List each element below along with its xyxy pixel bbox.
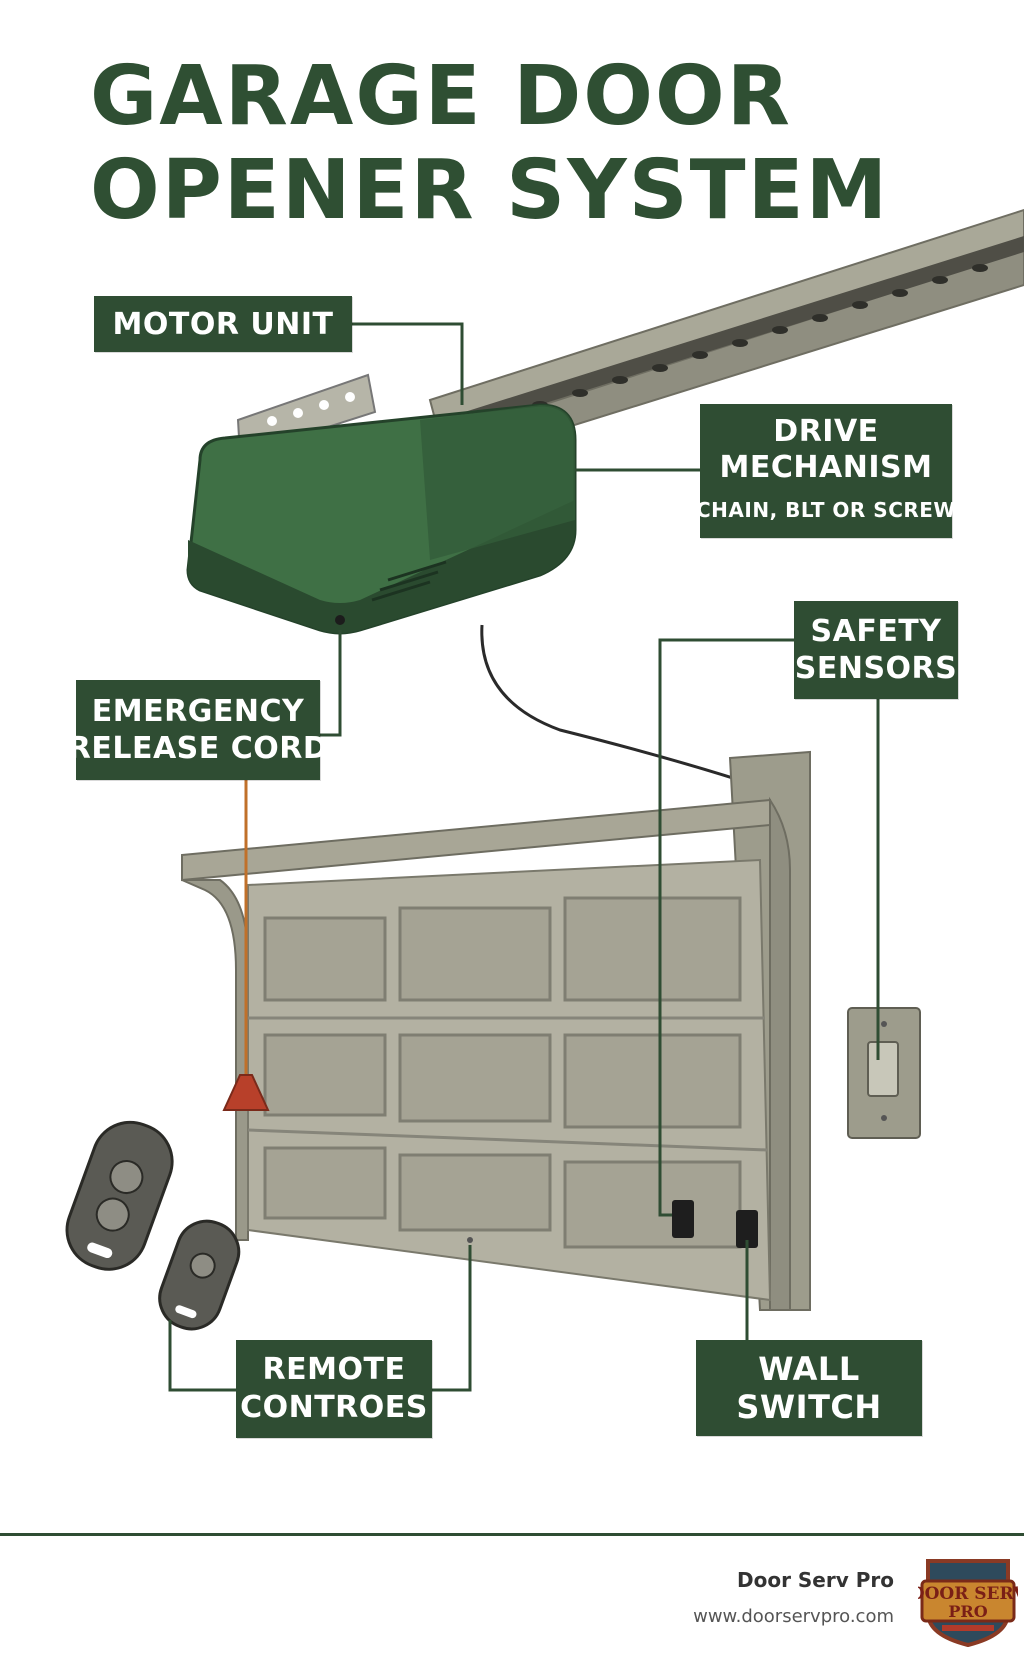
- brand-logo-icon: DOOR SERV PRO: [918, 1559, 1018, 1648]
- label-safety-line1: SAFETY: [810, 614, 942, 649]
- rail-icon: [428, 208, 1024, 467]
- label-remote-controls: REMOTE CONTROES: [236, 1340, 432, 1438]
- label-remote-line2: CONTROES: [240, 1390, 428, 1425]
- motor-unit-icon: [186, 373, 577, 635]
- garage-door-icon: [181, 750, 811, 1311]
- label-wall-line2: SWITCH: [736, 1388, 882, 1426]
- label-emergency-line1: EMERGENCY: [91, 694, 305, 729]
- release-handle-icon: [222, 780, 270, 1111]
- label-wall-switch: WALL SWITCH: [696, 1340, 922, 1436]
- title-line-1: GARAGE DOOR: [90, 49, 792, 144]
- brand-name: Door Serv Pro: [736, 1568, 894, 1592]
- label-safety-line2: SENSORS: [794, 651, 958, 686]
- remote-icon: [65, 1120, 241, 1331]
- logo-text-line1: DOOR SERV: [918, 1584, 1018, 1604]
- title-line-2: OPENER SYSTEM: [90, 143, 890, 238]
- footer-divider: [0, 1533, 1024, 1536]
- label-emergency-line2: RELEASE CORD: [67, 731, 329, 766]
- logo-text-line2: PRO: [948, 1602, 987, 1621]
- label-drive-line2: MECHANISM: [719, 450, 933, 485]
- label-safety-sensors: SAFETY SENSORS: [794, 601, 958, 699]
- leader-lines: [168, 322, 880, 1392]
- wall-switch-icon: [847, 1007, 921, 1139]
- label-drive-sub: (CHAIN, BLT OR SCREW): [686, 498, 966, 522]
- label-drive-mechanism: DRIVE MECHANISM (CHAIN, BLT OR SCREW): [686, 404, 965, 538]
- label-wall-line1: WALL: [758, 1350, 860, 1388]
- page-title: GARAGE DOOR OPENER SYSTEM: [90, 50, 990, 238]
- label-motor-unit: MOTOR UNIT: [94, 296, 352, 352]
- system-illustration: [65, 208, 1024, 1392]
- label-emergency-release-cord: EMERGENCY RELEASE CORD: [68, 680, 328, 780]
- label-remote-line1: REMOTE: [262, 1352, 406, 1387]
- sensor-icon: [672, 1200, 758, 1248]
- brand-url[interactable]: www.doorservpro.com: [693, 1606, 894, 1627]
- label-drive-line1: DRIVE: [773, 414, 879, 449]
- label-motor-text: MOTOR UNIT: [112, 306, 334, 342]
